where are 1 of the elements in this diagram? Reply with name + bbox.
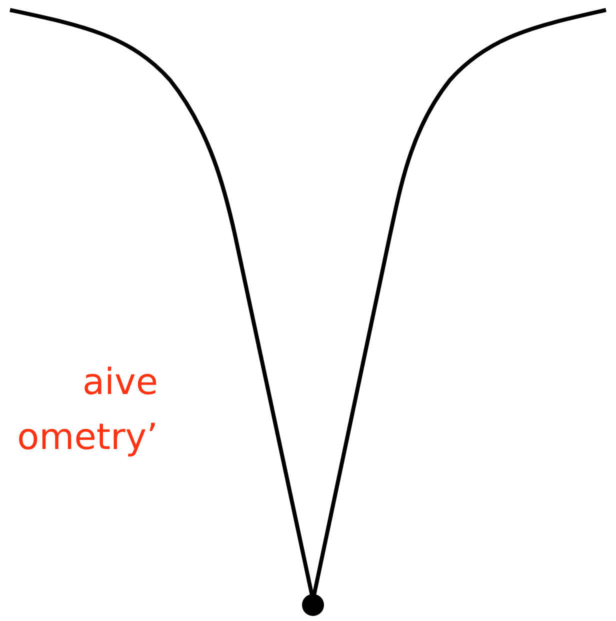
annotation-text: aive ometry’: [16, 361, 158, 460]
